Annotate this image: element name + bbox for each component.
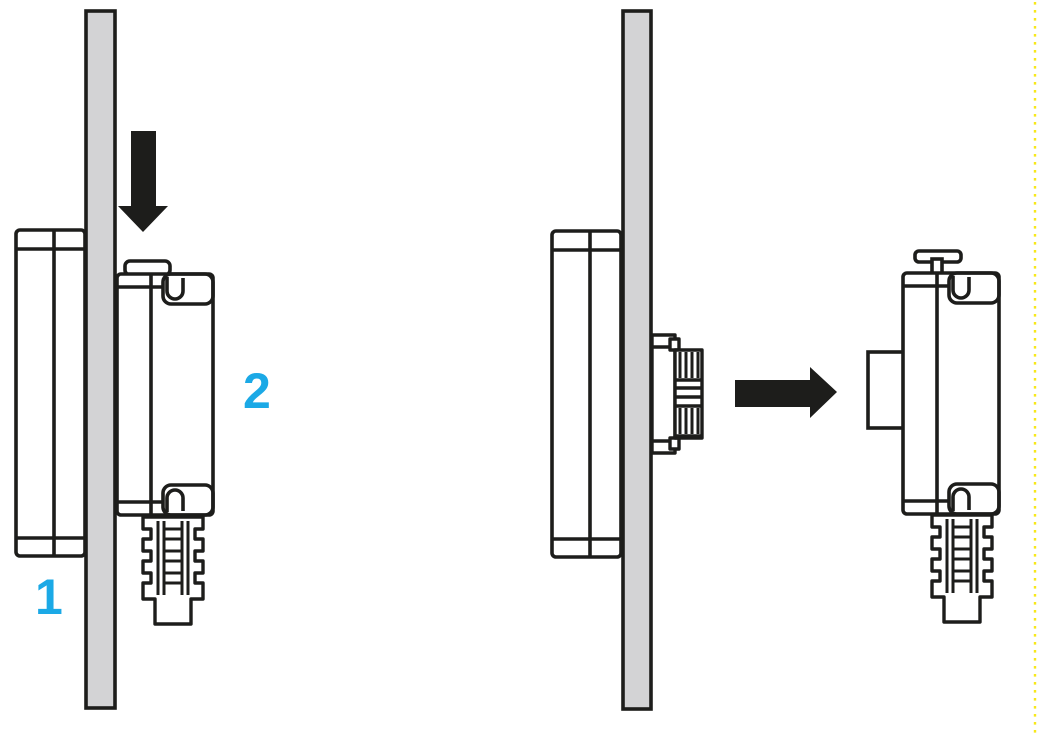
callout-module-number: 2 — [243, 363, 271, 419]
threaded-panel-connector — [650, 333, 704, 455]
module-body — [115, 259, 215, 626]
connector-socket — [866, 350, 906, 430]
mounting-panel — [621, 9, 653, 711]
module-housing — [901, 271, 1001, 516]
step-1-install-illustration — [14, 9, 215, 710]
down-arrow-icon — [118, 131, 168, 232]
cable-gland — [930, 513, 994, 624]
module-front-bezel — [14, 228, 87, 558]
right-arrow-icon — [735, 367, 837, 418]
module-body — [866, 249, 1001, 624]
module-front-bezel — [550, 229, 623, 559]
callout-panel-number: 1 — [35, 569, 63, 625]
step-2-remove-illustration — [550, 9, 1001, 711]
cable-gland — [141, 515, 205, 626]
mounting-panel — [84, 9, 117, 710]
module-housing — [115, 272, 215, 517]
